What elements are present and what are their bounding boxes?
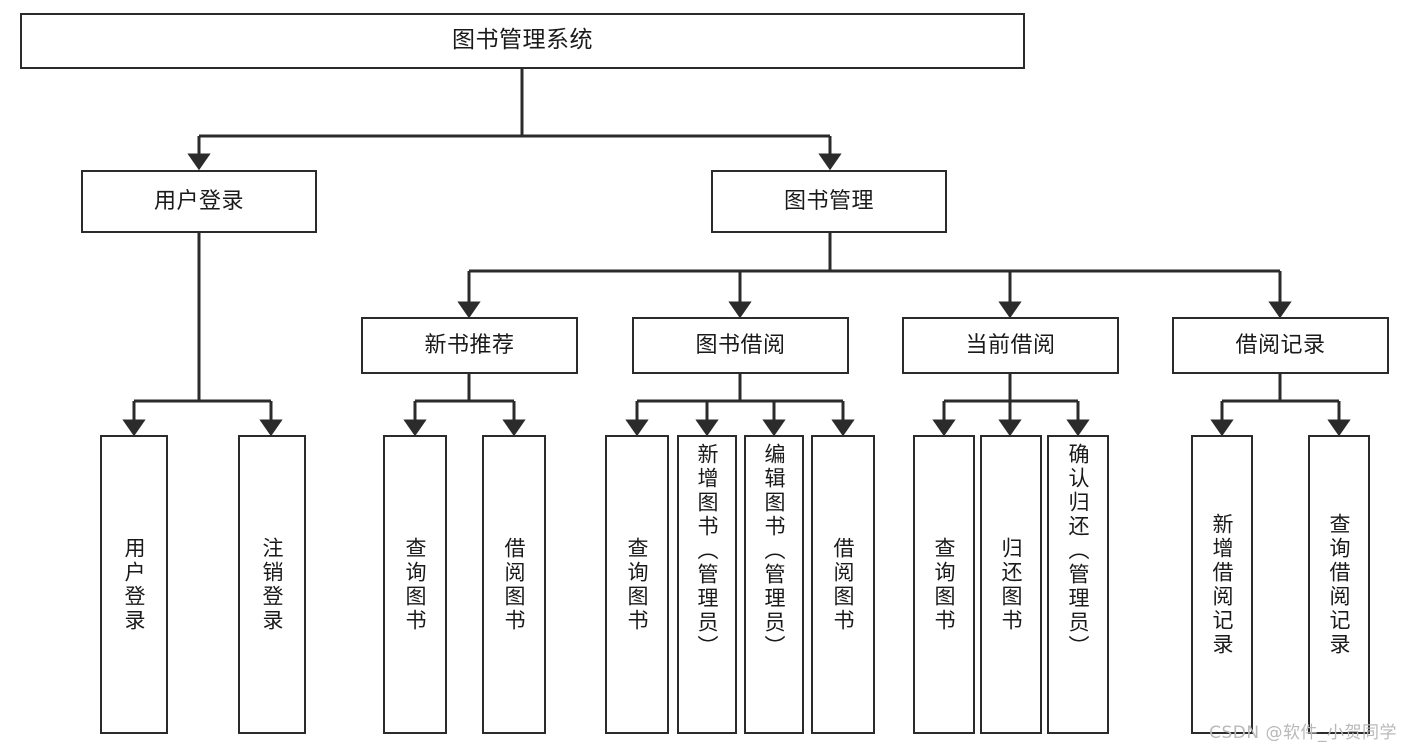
node-new-book-recommend[interactable]: 新书推荐 — [361, 317, 578, 374]
node-root-system[interactable]: 图书管理系统 — [20, 13, 1025, 69]
node-book-borrow[interactable]: 图书借阅 — [632, 317, 849, 374]
node-label: 图书管理系统 — [452, 27, 593, 54]
node-label: 用户登录 — [122, 536, 147, 633]
node-label: 注销登录 — [260, 536, 285, 633]
leaf-add-book[interactable]: 新增图书（管理员） — [677, 435, 737, 734]
node-label: 新书推荐 — [424, 332, 515, 358]
node-label: 确认归还（管理员） — [1066, 443, 1091, 659]
node-label: 归还图书 — [999, 536, 1024, 633]
node-label: 图书管理 — [783, 188, 874, 214]
node-label: 查询图书 — [625, 536, 650, 633]
leaf-edit-book[interactable]: 编辑图书（管理员） — [744, 435, 804, 734]
node-label: 查询图书 — [932, 536, 957, 633]
node-label: 用户登录 — [153, 188, 244, 214]
node-label: 当前借阅 — [965, 332, 1056, 358]
leaf-user-logout[interactable]: 注销登录 — [238, 435, 306, 734]
leaf-query-book-2[interactable]: 查询图书 — [605, 435, 669, 734]
leaf-query-book-1[interactable]: 查询图书 — [383, 435, 447, 734]
node-label: 新增借阅记录 — [1210, 512, 1235, 657]
node-label: 查询图书 — [403, 536, 428, 633]
node-label: 编辑图书（管理员） — [762, 443, 787, 659]
node-user-login[interactable]: 用户登录 — [81, 170, 317, 233]
leaf-user-login[interactable]: 用户登录 — [100, 435, 168, 734]
node-label: 查询借阅记录 — [1327, 512, 1352, 657]
leaf-query-book-3[interactable]: 查询图书 — [913, 435, 975, 734]
leaf-add-record[interactable]: 新增借阅记录 — [1191, 435, 1253, 734]
leaf-confirm-return[interactable]: 确认归还（管理员） — [1047, 435, 1109, 734]
node-label: 新增图书（管理员） — [695, 443, 720, 659]
csdn-watermark: CSDN @软件_小贺同学 — [1209, 723, 1397, 743]
leaf-query-record[interactable]: 查询借阅记录 — [1308, 435, 1370, 734]
node-book-manage[interactable]: 图书管理 — [711, 170, 947, 233]
leaf-borrow-book-1[interactable]: 借阅图书 — [482, 435, 546, 734]
node-borrow-record[interactable]: 借阅记录 — [1172, 317, 1389, 374]
node-label: 借阅记录 — [1235, 332, 1326, 358]
leaf-borrow-book-2[interactable]: 借阅图书 — [811, 435, 875, 734]
node-label: 图书借阅 — [695, 332, 786, 358]
node-label: 借阅图书 — [502, 536, 527, 633]
leaf-return-book[interactable]: 归还图书 — [980, 435, 1042, 734]
node-label: 借阅图书 — [831, 536, 856, 633]
node-current-borrow[interactable]: 当前借阅 — [902, 317, 1119, 374]
